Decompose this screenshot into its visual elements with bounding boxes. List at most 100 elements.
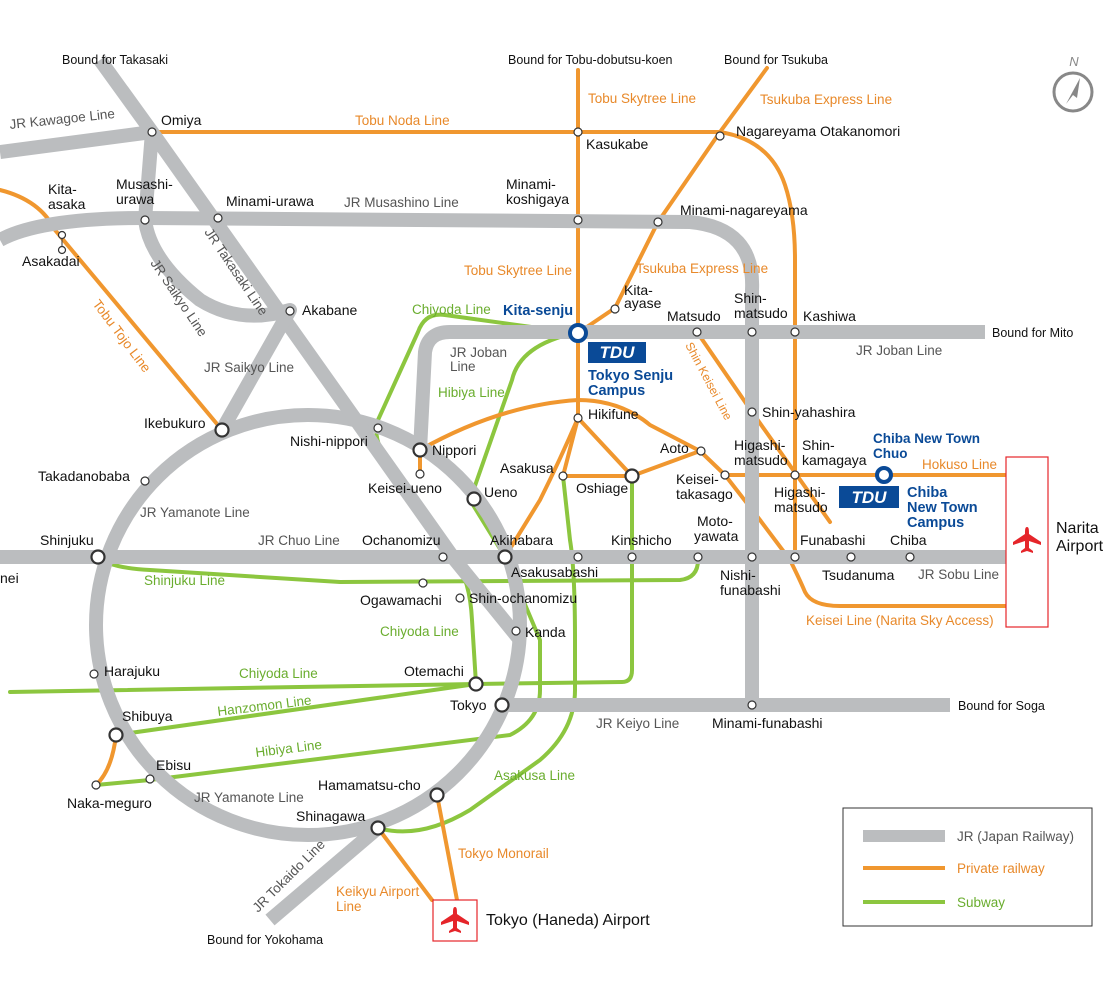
label-nishi-nippori: Nishi-nippori bbox=[290, 433, 368, 449]
station-marker[interactable] bbox=[747, 552, 757, 562]
station-marker[interactable] bbox=[57, 230, 67, 240]
station-marker[interactable] bbox=[573, 127, 583, 137]
label-keisei-ueno: Keisei-ueno bbox=[368, 480, 442, 496]
label-kinshicho: Kinshicho bbox=[611, 532, 672, 548]
station-marker[interactable] bbox=[429, 787, 445, 803]
bound-takasaki: Bound for Takasaki bbox=[62, 53, 168, 67]
label-ueno: Ueno bbox=[484, 484, 518, 500]
label-kashiwa: Kashiwa bbox=[803, 308, 856, 324]
jr-kawagoe-path bbox=[0, 125, 153, 159]
label-tsukuba-mid: Tsukuba Express Line bbox=[636, 261, 768, 276]
station-marker[interactable] bbox=[790, 470, 800, 480]
station-marker[interactable] bbox=[108, 727, 124, 743]
station-marker[interactable] bbox=[285, 306, 295, 316]
station-marker[interactable] bbox=[438, 552, 448, 562]
kita-senju-tdu-marker[interactable] bbox=[568, 323, 588, 343]
asakusa-line-path bbox=[376, 474, 634, 834]
station-marker[interactable] bbox=[90, 549, 106, 565]
label-omiya: Omiya bbox=[161, 112, 202, 128]
station-marker[interactable] bbox=[747, 407, 757, 417]
station-marker[interactable] bbox=[147, 127, 157, 137]
station-marker[interactable] bbox=[624, 468, 640, 484]
label-minami-nagareyama: Minami-nagareyama bbox=[680, 202, 808, 218]
keisei-line-path bbox=[418, 398, 1008, 608]
label-oshiage: Oshiage bbox=[576, 480, 628, 496]
label-asakusa: Asakusa bbox=[500, 460, 554, 476]
station-marker[interactable] bbox=[905, 552, 915, 562]
station-marker[interactable] bbox=[846, 552, 856, 562]
legend: JR (Japan Railway) Private railway Subwa… bbox=[842, 807, 1093, 927]
label-tobu-skytree-top: Tobu Skytree Line bbox=[588, 91, 696, 106]
label-kita-ayase: Kita-ayase bbox=[624, 282, 662, 311]
station-marker[interactable] bbox=[468, 676, 484, 692]
station-markers bbox=[57, 127, 915, 836]
station-marker[interactable] bbox=[627, 552, 637, 562]
station-marker[interactable] bbox=[573, 552, 583, 562]
station-marker[interactable] bbox=[573, 215, 583, 225]
station-marker[interactable] bbox=[145, 774, 155, 784]
chiba-nt-chuo-tdu-marker[interactable] bbox=[875, 466, 893, 484]
station-marker[interactable] bbox=[696, 446, 706, 456]
station-labels: Omiya Kasukabe Nagareyama Otakanomori Ki… bbox=[0, 112, 927, 824]
label-higashi-matsudo-2: Higashi-matsudo bbox=[774, 484, 828, 515]
station-marker[interactable] bbox=[558, 471, 568, 481]
label-minami-urawa: Minami-urawa bbox=[226, 193, 314, 209]
station-marker[interactable] bbox=[140, 215, 150, 225]
label-hikifune: Hikifune bbox=[588, 406, 639, 422]
station-marker[interactable] bbox=[497, 549, 513, 565]
label-tokyo-monorail: Tokyo Monorail bbox=[458, 846, 549, 861]
tdu-logo-text: TDU bbox=[600, 343, 636, 362]
toyoko-branch-path bbox=[94, 733, 118, 787]
label-shinjuku-line: Shinjuku Line bbox=[144, 573, 225, 588]
label-moto-yawata: Moto-yawata bbox=[694, 513, 739, 544]
label-harajuku: Harajuku bbox=[104, 663, 160, 679]
station-marker[interactable] bbox=[790, 552, 800, 562]
label-jr-musashino: JR Musashino Line bbox=[344, 195, 459, 210]
station-marker[interactable] bbox=[494, 697, 510, 713]
label-kanda: Kanda bbox=[525, 624, 566, 640]
station-marker[interactable] bbox=[466, 491, 482, 507]
station-marker[interactable] bbox=[747, 327, 757, 337]
label-hamamatsucho: Hamamatsu-cho bbox=[318, 777, 421, 793]
station-marker[interactable] bbox=[89, 669, 99, 679]
station-marker[interactable] bbox=[790, 327, 800, 337]
station-marker[interactable] bbox=[214, 422, 230, 438]
station-marker[interactable] bbox=[715, 131, 725, 141]
label-tokyo: Tokyo bbox=[450, 697, 487, 713]
airplane-icon bbox=[1013, 527, 1041, 553]
label-minami-koshigaya: Minami-koshigaya bbox=[506, 176, 569, 207]
bound-tobu: Bound for Tobu-dobutsu-koen bbox=[508, 53, 673, 67]
station-marker[interactable] bbox=[455, 593, 465, 603]
label-nippori: Nippori bbox=[432, 442, 476, 458]
station-marker[interactable] bbox=[610, 304, 620, 314]
station-marker[interactable] bbox=[511, 626, 521, 636]
station-marker[interactable] bbox=[418, 578, 428, 588]
station-marker[interactable] bbox=[653, 217, 663, 227]
label-jr-yamanote-bottom: JR Yamanote Line bbox=[194, 790, 304, 805]
label-jr-yamanote-top: JR Yamanote Line bbox=[140, 505, 250, 520]
station-marker[interactable] bbox=[91, 780, 101, 790]
label-jr-sobu: JR Sobu Line bbox=[918, 567, 999, 582]
label-chiba: Chiba bbox=[890, 532, 927, 548]
label-higashi-matsudo: Higashi-matsudo bbox=[734, 437, 788, 468]
station-marker[interactable] bbox=[720, 470, 730, 480]
station-marker[interactable] bbox=[747, 700, 757, 710]
station-marker[interactable] bbox=[693, 552, 703, 562]
station-marker[interactable] bbox=[140, 476, 150, 486]
station-marker[interactable] bbox=[573, 413, 583, 423]
station-marker[interactable] bbox=[373, 423, 383, 433]
label-hibiya-bottom: Hibiya Line bbox=[255, 737, 323, 760]
label-akabane: Akabane bbox=[302, 302, 357, 318]
station-marker[interactable] bbox=[415, 469, 425, 479]
station-marker[interactable] bbox=[213, 213, 223, 223]
station-marker[interactable] bbox=[412, 442, 428, 458]
compass-north-icon: N bbox=[1052, 54, 1094, 113]
station-marker[interactable] bbox=[370, 820, 386, 836]
keikyu-airport-path bbox=[376, 826, 434, 902]
station-marker[interactable] bbox=[692, 327, 702, 337]
bound-soga: Bound for Soga bbox=[958, 699, 1045, 713]
